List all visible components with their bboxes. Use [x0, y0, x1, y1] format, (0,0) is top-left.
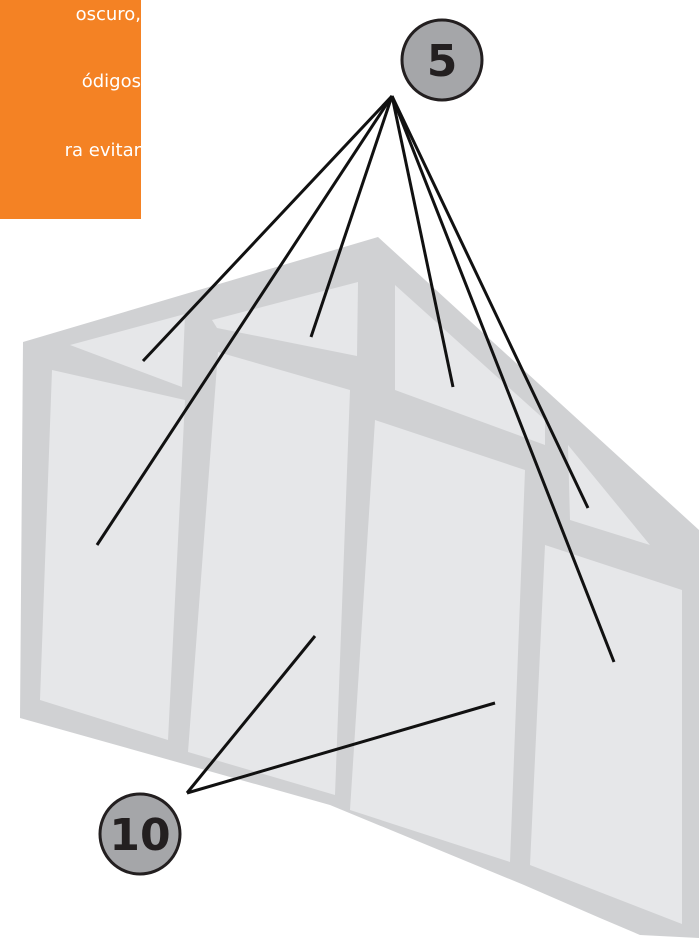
leader-line	[141, 94, 394, 363]
note-line-3: ra evitar	[64, 140, 141, 161]
wall-pane-3	[350, 420, 525, 862]
badge-label: 10	[109, 810, 170, 861]
leader-line	[185, 635, 317, 794]
note-line-1: oscuro,	[75, 4, 141, 25]
roof-pane-middle	[212, 282, 358, 356]
wall-pane-4	[530, 545, 682, 924]
leader-line	[309, 95, 394, 338]
roof-pane-far	[568, 445, 650, 545]
leader-line	[390, 95, 455, 388]
callout-badge-10: 10	[98, 792, 182, 876]
roof-pane-left	[70, 314, 185, 387]
badge-circle	[98, 792, 182, 876]
callout-badge-5: 5	[400, 18, 484, 102]
wall-pane-1	[40, 370, 185, 740]
instruction-note: oscuro, ódigos ra evitar	[0, 0, 141, 219]
wall-pane-2	[188, 352, 350, 795]
leader-line	[390, 95, 616, 663]
callout-lines-5	[95, 94, 616, 663]
note-line-2: ódigos	[81, 71, 141, 92]
leader-line	[186, 701, 496, 795]
leader-line	[95, 95, 394, 546]
badge-circle	[400, 18, 484, 102]
callout-lines-10	[185, 635, 496, 795]
glass-panes	[40, 282, 682, 924]
leader-line	[390, 95, 590, 509]
roof-pane-right	[395, 285, 545, 445]
badge-label: 5	[427, 36, 458, 87]
